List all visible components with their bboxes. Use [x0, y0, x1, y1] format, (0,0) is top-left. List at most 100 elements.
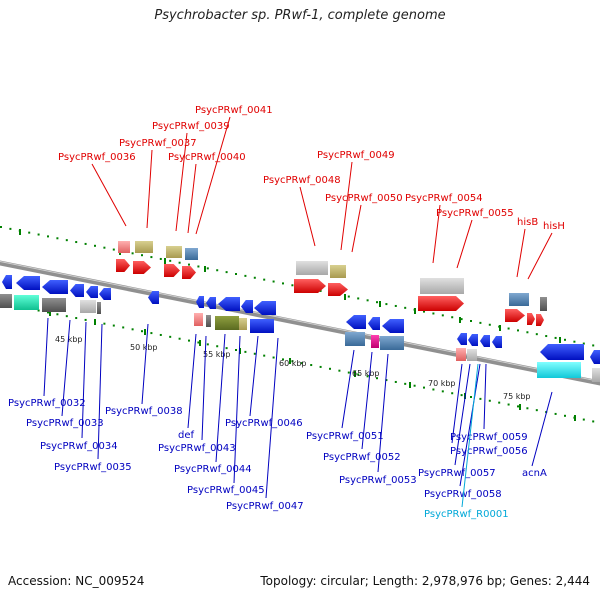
gene-box[interactable]: [80, 300, 96, 313]
upper-gene-label[interactable]: PsycPRwf_0040: [168, 152, 246, 163]
lower-gene-label[interactable]: PsycPRwf_0056: [450, 446, 528, 457]
gene-arrow-reverse[interactable]: [346, 315, 366, 329]
gene-arrow-forward[interactable]: [536, 314, 544, 326]
lower-gene-label[interactable]: PsycPRwf_0052: [323, 452, 401, 463]
gene-arrow-reverse[interactable]: [590, 350, 600, 364]
gene-arrow-reverse[interactable]: [254, 301, 276, 315]
lower-gene-label[interactable]: PsycPRwf_0045: [187, 485, 265, 496]
upper-gene-label[interactable]: PsycPRwf_0041: [195, 105, 273, 116]
lower-gene-label[interactable]: PsycPRwf_0043: [158, 443, 236, 454]
lower-gene-label[interactable]: PsycPRwf_0053: [339, 475, 417, 486]
lower-gene-label[interactable]: PsycPRwf_0032: [8, 398, 86, 409]
gene-box[interactable]: [456, 348, 466, 361]
lower-gene-label[interactable]: def: [178, 430, 195, 441]
upper-gene-label[interactable]: PsycPRwf_0036: [58, 152, 136, 163]
gene-arrow-reverse[interactable]: [196, 296, 204, 308]
gene-arrow-reverse[interactable]: [468, 334, 478, 346]
gene-box[interactable]: [206, 315, 211, 327]
upper-gene-label[interactable]: PsycPRwf_0054: [405, 193, 483, 204]
gene-box[interactable]: [296, 261, 328, 275]
gene-box[interactable]: [250, 319, 274, 333]
gene-box[interactable]: [0, 294, 12, 308]
lower-gene-label[interactable]: PsycPRwf_0033: [26, 418, 104, 429]
upper-scale-dot: [169, 259, 172, 262]
lower-gene-label-leader: [361, 351, 373, 450]
gene-box[interactable]: [540, 297, 547, 311]
gene-arrow-reverse[interactable]: [70, 284, 84, 297]
gene-arrow-forward[interactable]: [418, 296, 464, 311]
gene-arrow-reverse[interactable]: [457, 333, 467, 345]
lower-gene-label[interactable]: PsycPRwf_0047: [226, 501, 304, 512]
gene-arrow-reverse[interactable]: [480, 335, 490, 347]
upper-gene-label[interactable]: hisH: [543, 221, 565, 232]
gene-box[interactable]: [97, 302, 101, 314]
gene-box[interactable]: [14, 295, 39, 310]
gene-box[interactable]: [42, 298, 66, 312]
gene-arrow-reverse[interactable]: [368, 317, 380, 330]
gene-box[interactable]: [592, 368, 600, 382]
gene-box[interactable]: [239, 318, 247, 330]
lower-gene-label[interactable]: PsycPRwf_0038: [105, 406, 183, 417]
gene-arrow-reverse[interactable]: [2, 275, 12, 289]
upper-gene-label[interactable]: PsycPRwf_0055: [436, 208, 514, 219]
gene-arrow-forward[interactable]: [133, 261, 151, 274]
gene-arrow-forward[interactable]: [527, 313, 535, 325]
gene-arrow-reverse[interactable]: [42, 280, 68, 294]
lower-scale-dot: [470, 396, 472, 398]
gene-arrow-reverse[interactable]: [540, 344, 584, 360]
gene-box[interactable]: [420, 278, 464, 294]
upper-scale-dot: [206, 267, 209, 270]
lower-gene-label[interactable]: PsycPRwf_0035: [54, 462, 132, 473]
lower-scale-dot: [357, 373, 360, 376]
lower-gene-label[interactable]: PsycPRwf_0057: [418, 468, 496, 479]
gene-arrow-reverse[interactable]: [382, 319, 404, 333]
gene-box[interactable]: [330, 265, 346, 278]
upper-gene-label[interactable]: PsycPRwf_0049: [317, 150, 395, 161]
upper-gene-label[interactable]: PsycPRwf_0050: [325, 193, 403, 204]
gene-arrow-forward[interactable]: [116, 259, 130, 272]
upper-gene-label[interactable]: PsycPRwf_0037: [119, 138, 197, 149]
lower-scale-dot: [319, 365, 322, 368]
gene-arrow-reverse[interactable]: [492, 336, 502, 348]
gene-arrow-forward[interactable]: [164, 264, 180, 277]
gene-arrow-reverse[interactable]: [148, 291, 159, 304]
gene-box[interactable]: [135, 241, 153, 253]
upper-scale-dot: [441, 314, 444, 317]
gene-box[interactable]: [537, 362, 581, 378]
gene-arrow-reverse[interactable]: [86, 286, 98, 298]
gene-arrow-forward[interactable]: [505, 309, 525, 322]
gene-arrow-forward[interactable]: [182, 266, 196, 279]
lower-scale-dot: [423, 386, 425, 389]
gene-box[interactable]: [194, 313, 203, 326]
gene-arrow-forward[interactable]: [328, 283, 348, 296]
lower-gene-label[interactable]: acnA: [522, 468, 547, 479]
gene-arrow-reverse[interactable]: [241, 300, 253, 313]
gene-arrow-reverse[interactable]: [218, 297, 240, 311]
gene-arrow-reverse[interactable]: [206, 297, 216, 309]
gene-arrow-forward[interactable]: [294, 279, 326, 293]
rna-gene-label[interactable]: PsycPRwf_R0001: [424, 509, 509, 520]
gene-box[interactable]: [509, 293, 529, 306]
gene-box[interactable]: [215, 316, 239, 330]
lower-gene-label[interactable]: PsycPRwf_0044: [174, 464, 252, 475]
gene-arrow-reverse[interactable]: [99, 288, 111, 300]
gene-arrow-reverse[interactable]: [16, 276, 40, 290]
gene-box[interactable]: [467, 349, 477, 361]
gene-box[interactable]: [166, 246, 182, 258]
gene-box[interactable]: [118, 241, 130, 253]
upper-gene-label[interactable]: hisB: [517, 217, 538, 228]
upper-gene-label[interactable]: PsycPRwf_0048: [263, 175, 341, 186]
upper-scale-dot: [564, 338, 566, 341]
genome-backbone: [0, 260, 600, 386]
gene-box[interactable]: [185, 248, 198, 260]
upper-scale-dot: [65, 239, 68, 242]
lower-gene-label[interactable]: PsycPRwf_0051: [306, 431, 384, 442]
lower-gene-label[interactable]: PsycPRwf_0059: [450, 432, 528, 443]
lower-gene-label[interactable]: PsycPRwf_0034: [40, 441, 118, 452]
gene-box[interactable]: [371, 335, 379, 348]
upper-gene-label[interactable]: PsycPRwf_0039: [152, 121, 230, 132]
gene-box[interactable]: [345, 332, 365, 346]
gene-box[interactable]: [380, 336, 404, 350]
lower-gene-label[interactable]: PsycPRwf_0046: [225, 418, 303, 429]
lower-gene-label[interactable]: PsycPRwf_0058: [424, 489, 502, 500]
